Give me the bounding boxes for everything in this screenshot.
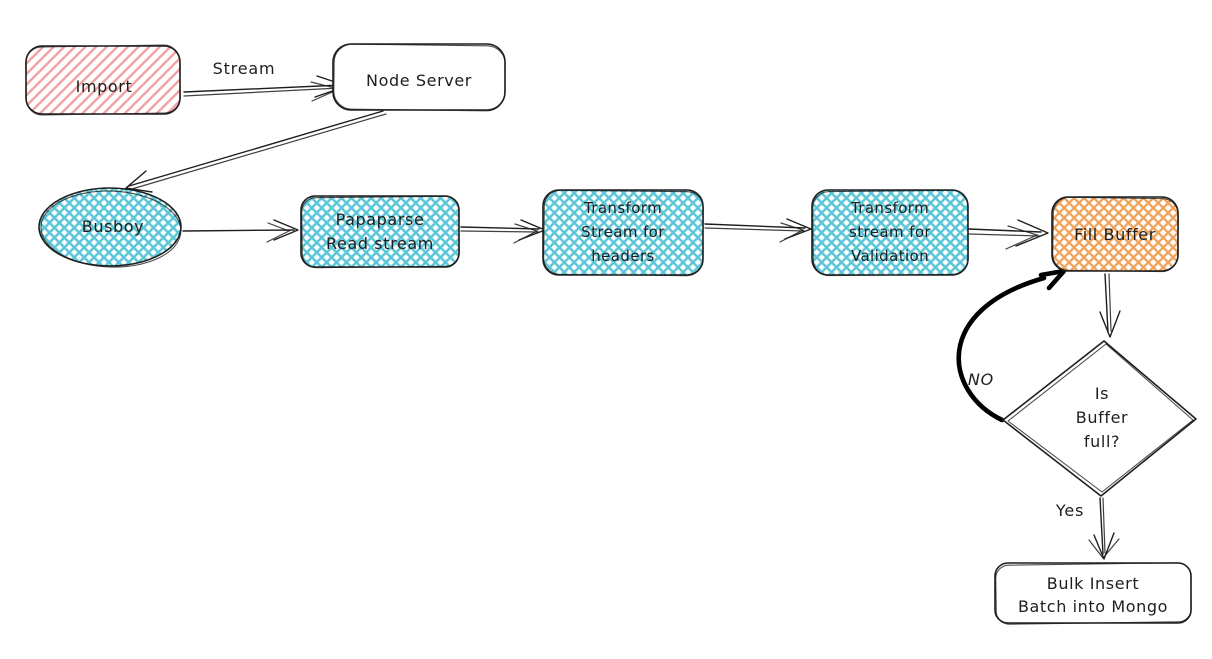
papaparse-label-line2: Read stream (326, 234, 434, 253)
edge-line-sketch (704, 227, 805, 232)
import-label: Import (76, 77, 133, 96)
arrowhead-sketch (1005, 225, 1039, 250)
edge-label-no: NO (968, 370, 994, 389)
arrowhead (273, 219, 299, 241)
edge-line (704, 223, 806, 229)
edge-line-sketch (460, 230, 539, 233)
edge-line (182, 229, 295, 232)
edge-transform-headers-to-validation (704, 218, 812, 243)
node-busboy: Busboy (38, 187, 182, 268)
edge-line (183, 84, 343, 93)
edge-line-sketch (131, 113, 387, 190)
arrowhead (1015, 219, 1049, 247)
node-is-buffer-full: Is Buffer full? (1002, 340, 1197, 497)
edge-label-yes: Yes (1055, 501, 1084, 520)
fill-buffer-label: Fill Buffer (1074, 225, 1156, 244)
is-buffer-full-label-line3: full? (1084, 432, 1120, 451)
is-buffer-full-label-line1: Is (1095, 384, 1109, 403)
arrowhead (125, 170, 153, 193)
node-transform-headers: Transform Stream for headers (542, 189, 704, 277)
edge-line-sketch (1102, 497, 1106, 554)
arrowhead (1099, 310, 1121, 338)
transform-validation-label-line3: Validation (851, 247, 929, 265)
arrowhead-sketch (779, 222, 805, 243)
is-buffer-full-label-line2: Buffer (1076, 408, 1128, 427)
papaparse-box (300, 195, 460, 268)
node-node-server: Node Server (332, 43, 506, 112)
edge-node-server-to-busboy (125, 110, 387, 193)
transform-validation-label-line2: stream for (849, 223, 931, 241)
edge-curve (956, 275, 1047, 423)
edge-line-sketch (1108, 273, 1112, 332)
papaparse-box-sketch (301, 195, 460, 269)
transform-headers-label-line1: Transform (583, 199, 662, 217)
transform-validation-label-line1: Transform (850, 199, 929, 217)
transform-headers-label-line3: headers (591, 247, 654, 265)
arrowhead-sketch (1088, 538, 1120, 559)
is-buffer-full-diamond-sketch (1007, 343, 1194, 493)
is-buffer-full-diamond (1002, 340, 1197, 497)
edge-papaparse-to-transform-headers (460, 219, 546, 244)
busboy-ellipse-sketch (40, 190, 182, 268)
node-server-label: Node Server (366, 71, 472, 90)
arrowhead (1093, 532, 1115, 560)
edge-diamond-to-bulk-insert: Yes (1055, 497, 1120, 560)
transform-headers-box-sketch (543, 189, 704, 277)
edge-busboy-to-papaparse (182, 219, 299, 243)
edge-line (460, 226, 540, 230)
node-import: Import (25, 44, 181, 116)
edge-fill-buffer-to-diamond (1099, 273, 1121, 338)
edge-validation-to-fill-buffer (968, 219, 1049, 250)
arrowhead-sketch (513, 223, 539, 244)
node-bulk-insert: Bulk Insert Batch into Mongo (994, 562, 1192, 625)
edge-line (1104, 273, 1109, 333)
import-box-sketch (25, 44, 181, 116)
edge-line (1099, 497, 1104, 555)
arrowhead (784, 218, 812, 240)
edge-line (968, 228, 1042, 233)
transform-headers-label-line2: Stream for (581, 223, 665, 241)
node-fill-buffer: Fill Buffer (1051, 196, 1179, 273)
fill-buffer-box-sketch (1052, 196, 1179, 273)
papaparse-label-line1: Papaparse (336, 210, 425, 229)
arrowhead-sketch (266, 222, 291, 243)
bulk-insert-label-line2: Batch into Mongo (1018, 597, 1168, 616)
edge-import-to-node-server: Stream (183, 59, 348, 102)
bulk-insert-label-line1: Bulk Insert (1047, 574, 1139, 593)
bulk-insert-box-sketch (995, 562, 1192, 625)
transform-validation-box-sketch (812, 189, 969, 277)
node-server-box-sketch (333, 43, 506, 112)
edge-label-stream: Stream (213, 59, 276, 78)
busboy-label: Busboy (82, 217, 144, 236)
edge-line-sketch (183, 87, 341, 97)
edge-line-sketch (968, 233, 1041, 237)
edge-line (128, 110, 384, 187)
node-transform-validation: Transform stream for Validation (811, 189, 969, 277)
node-papaparse: Papaparse Read stream (300, 195, 460, 269)
